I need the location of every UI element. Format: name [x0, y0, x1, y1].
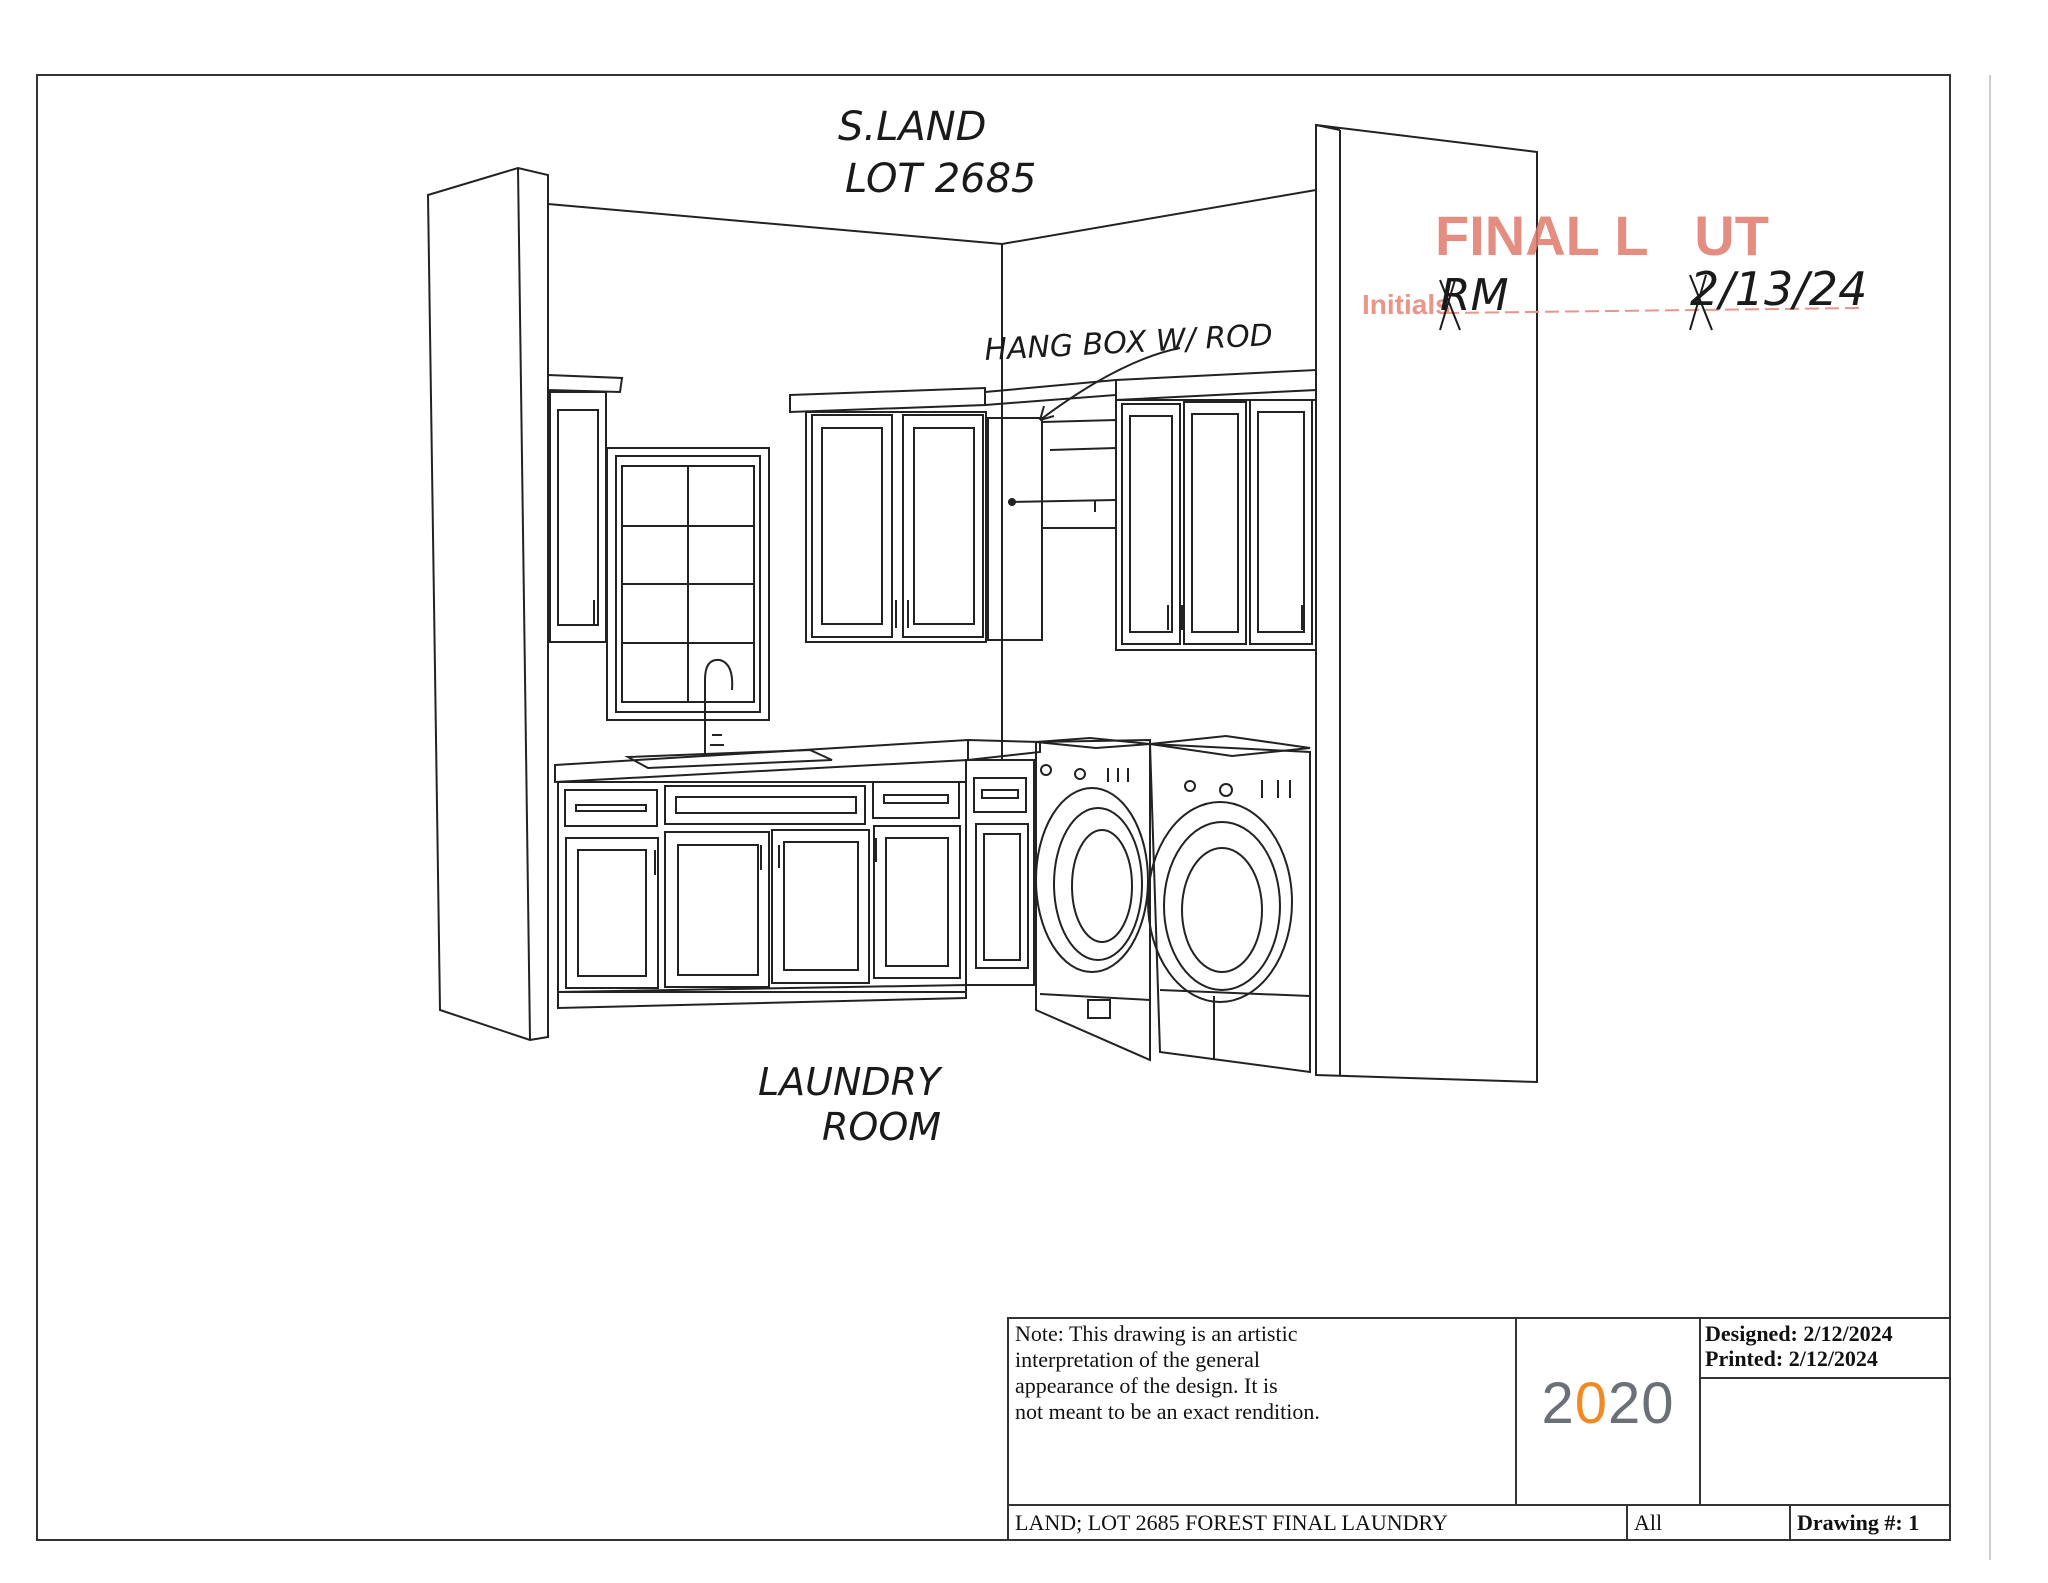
- final-layout-stamp: FINAL L UT Initials RM 2/13/24: [1362, 204, 1867, 331]
- title-block-note: Note: This drawing is an artistic interp…: [1015, 1321, 1505, 1425]
- logo-2020: 2020: [1516, 1370, 1700, 1437]
- title-block: [1007, 1317, 1951, 1541]
- hang-note-arrow: [1039, 347, 1181, 421]
- printed-date: Printed: 2/12/2024: [1705, 1346, 1878, 1371]
- handwritten-top-line1: S.LAND: [838, 104, 986, 150]
- designed-date: Designed: 2/12/2024: [1705, 1321, 1893, 1346]
- project-name: LAND; LOT 2685 FOREST FINAL LAUNDRY: [1015, 1510, 1448, 1535]
- stamp-text: FINAL L UT: [1435, 204, 1769, 267]
- handwritten-room-line2: ROOM: [822, 1105, 941, 1149]
- handwritten-hang-note: HANG BOX W/ ROD: [984, 318, 1274, 368]
- note-line: interpretation of the general: [1015, 1347, 1260, 1372]
- handwritten-room-line1: LAUNDRY: [758, 1060, 943, 1104]
- handwritten-top-line2: LOT 2685: [845, 156, 1036, 202]
- note-line: Note: This drawing is an artistic: [1015, 1321, 1298, 1346]
- note-line: not meant to be an exact rendition.: [1015, 1399, 1320, 1424]
- note-line: appearance of the design. It is: [1015, 1373, 1278, 1398]
- view-name: All: [1634, 1510, 1663, 1535]
- handwritten-initials: RM: [1440, 270, 1509, 321]
- logo-text: 2020: [1541, 1371, 1675, 1436]
- stamp-initials-label: Initials: [1362, 289, 1451, 320]
- drawing-number: Drawing #: 1: [1797, 1510, 1920, 1535]
- handwritten-date: 2/13/24: [1690, 262, 1867, 316]
- sheet-border: [36, 74, 1951, 1541]
- laundry-elevation-drawing: [426, 123, 1538, 1084]
